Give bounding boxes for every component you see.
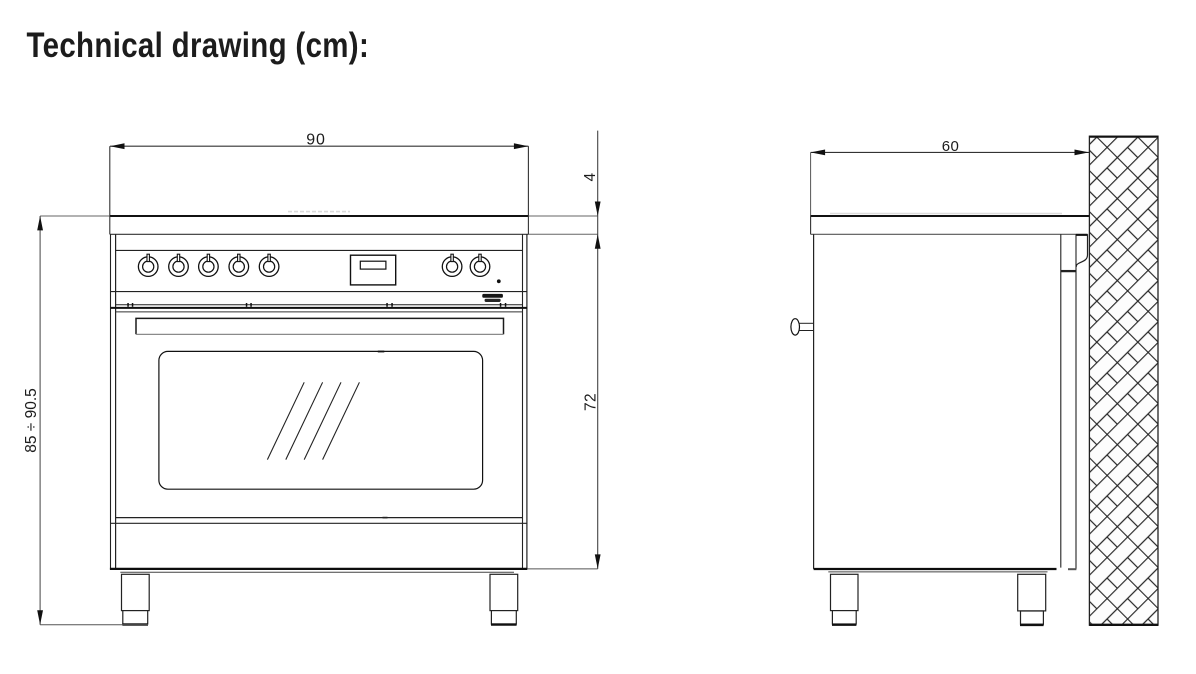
svg-text:60: 60 — [942, 138, 960, 155]
svg-text:90: 90 — [306, 132, 325, 149]
svg-text:72: 72 — [582, 393, 599, 411]
svg-text:85 ÷ 90.5: 85 ÷ 90.5 — [23, 388, 40, 453]
svg-text:Technical drawing (cm):: Technical drawing (cm): — [27, 24, 370, 64]
svg-text:4: 4 — [582, 173, 599, 182]
